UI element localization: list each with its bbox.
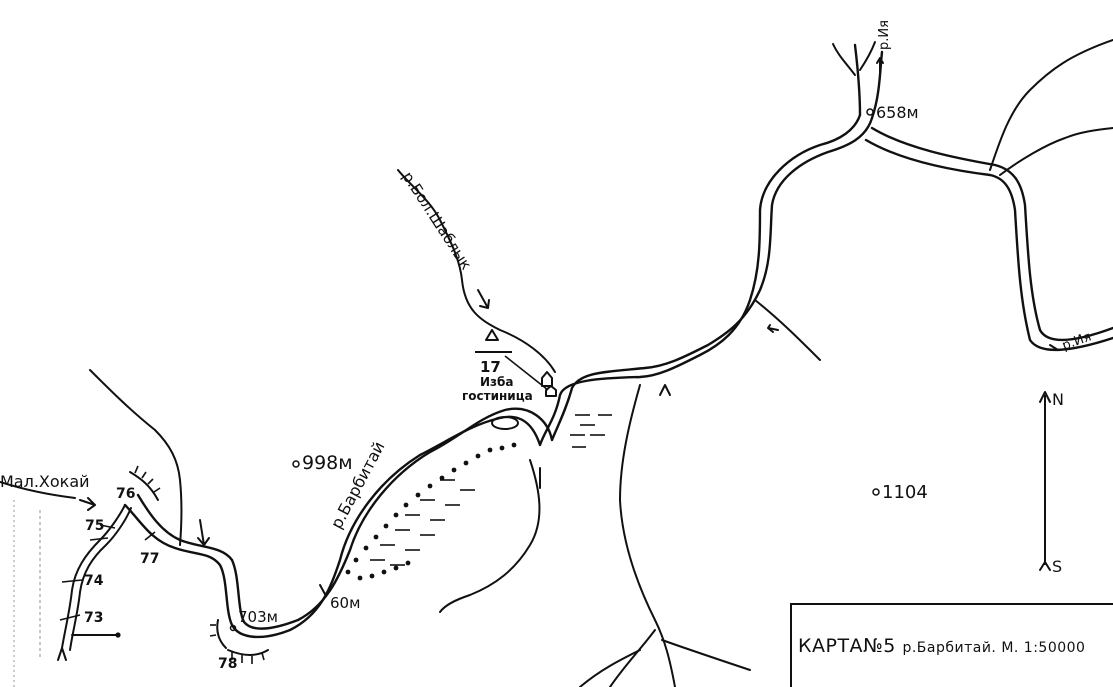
elevation-points: 998м 1104 658м 703м 60м [229, 103, 928, 632]
cliff-hatches [129, 465, 269, 664]
marsh-marks [370, 414, 612, 566]
compass-south: S [1052, 557, 1062, 576]
hut-icon [541, 371, 553, 387]
elevation-703: 703м [238, 608, 278, 626]
point-75: 75 [85, 518, 104, 534]
label-iya-top: р.Ия [877, 20, 892, 50]
route-track [57, 504, 156, 661]
compass: N S [1039, 390, 1064, 576]
terrain-lines [0, 57, 1059, 687]
elevation-1104: 1104 [882, 482, 928, 503]
dotted-marks [345, 442, 517, 581]
point-73: 73 [84, 610, 103, 626]
label-bol-shablyk: р.Бол.Шаблык [399, 168, 476, 273]
hut-label-1: Изба [480, 375, 514, 389]
station-marker: 17 Изба гостиница [462, 329, 557, 403]
hut-label-2: гостиница [462, 389, 533, 403]
label-iya-right: р.Ия [1060, 329, 1093, 353]
elevation-998: 998м [302, 452, 353, 474]
map-title-main: КАРТА№5 [798, 635, 896, 657]
river-barbitay [123, 39, 1113, 639]
elevation-60: 60м [330, 594, 360, 612]
lake-ellipse [491, 416, 519, 430]
map-title-rest: р.Барбитай. М. 1:50000 [902, 640, 1086, 656]
map-title-box: КАРТА№5 р.Барбитай. М. 1:50000 [790, 603, 1113, 687]
elevation-658: 658м [876, 103, 919, 122]
point-77: 77 [140, 551, 159, 567]
point-76: 76 [116, 486, 135, 502]
label-mal-khokay: Мал.Хокай [0, 472, 90, 491]
stamp-fragment [13, 500, 41, 687]
map-title: КАРТА№5 р.Барбитай. М. 1:50000 [798, 635, 1085, 657]
point-78: 78 [218, 656, 237, 672]
point-74: 74 [84, 573, 104, 589]
compass-north: N [1052, 390, 1064, 409]
triangle-number: 17 [480, 358, 501, 376]
river-bol-shablyk [397, 169, 556, 373]
